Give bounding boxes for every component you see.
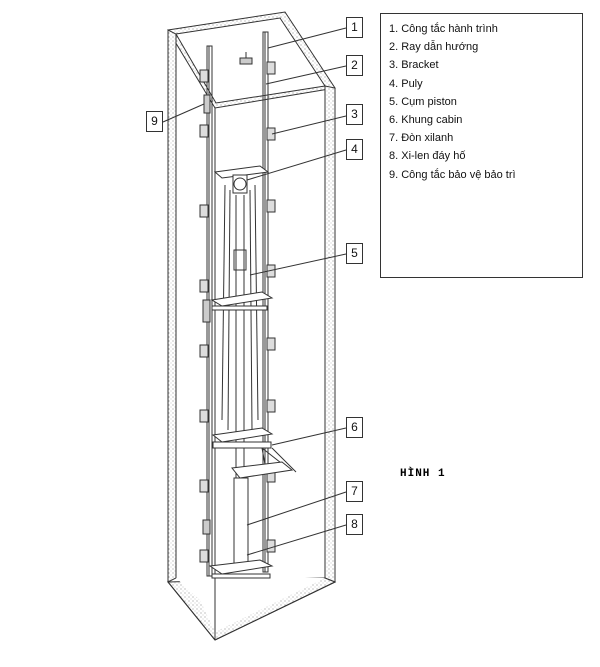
callout-6: 6 xyxy=(346,417,363,438)
legend-item: 6. Khung cabin xyxy=(389,114,463,127)
callout-5: 5 xyxy=(346,243,363,264)
legend-item: 5. Cụm piston xyxy=(389,95,457,108)
legend-item: 7. Đòn xilanh xyxy=(389,132,454,145)
callout-4: 4 xyxy=(346,139,363,160)
callout-7: 7 xyxy=(346,481,363,502)
bottom-cylinder xyxy=(208,477,274,579)
upper-beam xyxy=(210,291,274,311)
callout-3: 3 xyxy=(346,104,363,125)
legend-item: 2. Ray dẫn hướng xyxy=(389,41,479,54)
callout-9: 9 xyxy=(146,111,163,132)
legend-item: 9. Công tắc bảo vệ bảo trì xyxy=(389,168,516,181)
leader-lines xyxy=(162,27,347,556)
pulley-head xyxy=(213,165,270,194)
maintenance-switch-parts xyxy=(202,94,211,535)
legend-item: 3. Bracket xyxy=(389,59,439,72)
callout-8: 8 xyxy=(346,514,363,535)
shaft-walls xyxy=(166,11,337,641)
rail-brackets xyxy=(199,61,276,563)
guide-rails xyxy=(206,31,269,577)
callout-2: 2 xyxy=(346,55,363,76)
cabin-frame xyxy=(211,427,297,479)
limit-switch xyxy=(239,52,253,65)
legend-item: 8. Xi-len đáy hố xyxy=(389,150,466,163)
legend-item: 4. Puly xyxy=(389,77,423,90)
callout-1: 1 xyxy=(346,17,363,38)
legend-item: 1. Công tắc hành trình xyxy=(389,23,498,35)
figure-caption: HÌNH 1 xyxy=(400,468,446,480)
legend-box: 1. Công tắc hành trình 2. Ray dẫn hướng … xyxy=(380,13,583,278)
